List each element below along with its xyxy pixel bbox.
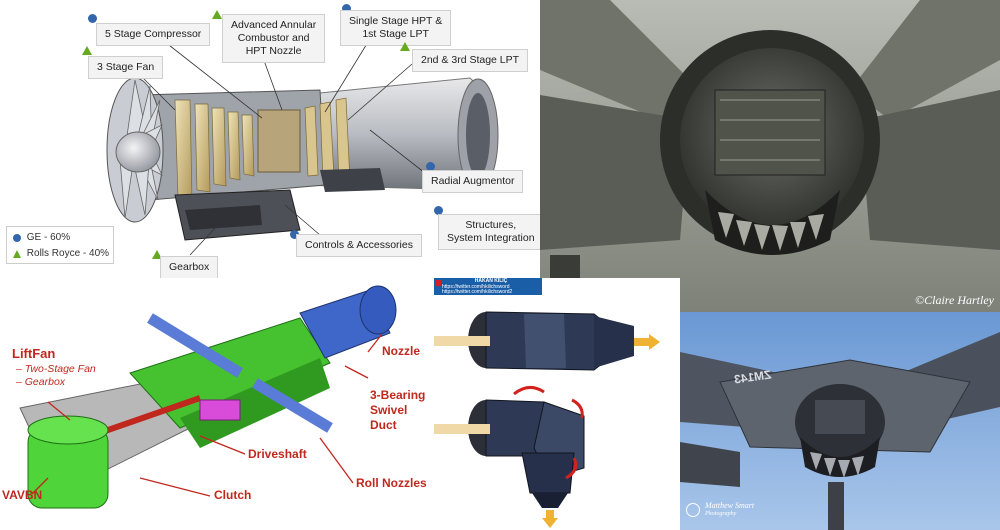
- callout-augmentor: Radial Augmentor: [422, 170, 524, 194]
- photo-credit-matthew: Matthew Smart Photography: [686, 501, 755, 517]
- label-3bearing-l3: Duct: [370, 418, 397, 432]
- flag-icon: [435, 280, 441, 286]
- callout-hpt: Single Stage HPT & 1st Stage LPT: [340, 10, 452, 47]
- label-roll-nozzles: Roll Nozzles: [356, 476, 427, 490]
- callout-compressor: 5 Stage Compressor: [96, 23, 211, 47]
- credit-line2: Photography: [705, 510, 737, 517]
- lift-system-panel: LiftFan – Two-Stage Fan – Gearbox VAVBN …: [0, 278, 434, 530]
- label-3bearing: 3-Bearing Swivel Duct: [370, 388, 425, 433]
- callout-structures: Structures, System Integration: [438, 214, 540, 251]
- rr-marker-icon: [82, 46, 92, 55]
- callout-gearbox: Gearbox: [160, 256, 219, 278]
- label-liftfan-sub2: – Gearbox: [16, 376, 66, 388]
- rr-legend-icon: [13, 249, 21, 258]
- share-legend: GE - 60% Rolls Royce - 40%: [6, 226, 114, 264]
- rr-marker-icon: [212, 10, 222, 19]
- callout-lpt: 2nd & 3rd Stage LPT: [412, 49, 529, 73]
- legend-ge: GE - 60%: [13, 232, 70, 243]
- callout-combustor-l3: HPT Nozzle: [245, 45, 302, 58]
- callout-hpt-l2: 1st Stage LPT: [362, 28, 429, 41]
- callout-structures-l1: Structures,: [465, 219, 517, 231]
- credit-line1: Matthew Smart: [705, 501, 755, 510]
- callout-combustor-l2: Combustor and: [237, 32, 310, 45]
- ge-marker-icon: [342, 4, 351, 13]
- swivel-duct-diagram: [434, 311, 660, 528]
- callout-combustor: Advanced Annular Combustor and HPT Nozzl…: [222, 14, 326, 64]
- photo-credit-claire: ©Claire Hartley: [915, 293, 994, 307]
- lift-system-illustration: [19, 285, 397, 509]
- rr-marker-icon: [152, 250, 162, 259]
- ge-legend-icon: [13, 233, 21, 242]
- camera-logo-icon: [686, 502, 700, 517]
- rr-marker-icon: [400, 42, 410, 51]
- callout-structures-l2: System Integration: [447, 232, 535, 245]
- aircraft-rear-photo: [540, 0, 1000, 312]
- twitter-badge[interactable]: HAKAN KILIÇ https://twitter.com/hkilichs…: [434, 278, 542, 295]
- aircraft-hover-photo: [680, 312, 1000, 530]
- label-liftfan: LiftFan: [12, 346, 56, 361]
- badge-line2: https://twitter.com/hkilichsword2: [442, 289, 513, 295]
- legend-ge-label: GE - 60%: [26, 232, 71, 243]
- label-3bearing-l1: 3-Bearing: [370, 388, 426, 402]
- ge-marker-icon: [426, 162, 435, 171]
- engine-cutaway-panel: 5 Stage Compressor Advanced Annular Comb…: [0, 0, 540, 278]
- label-nozzle: Nozzle: [382, 344, 421, 358]
- swivel-duct-panel: HAKAN KILIÇ https://twitter.com/hkilichs…: [434, 278, 680, 530]
- label-3bearing-l2: Swivel: [370, 403, 408, 417]
- callout-combustor-l1: Advanced Annular: [231, 19, 317, 31]
- label-driveshaft: Driveshaft: [248, 447, 307, 461]
- badge-line1: https://twitter.com/hkilichsword: [442, 283, 510, 290]
- legend-rr-label: Rolls Royce - 40%: [26, 248, 110, 259]
- callout-hpt-l1: Single Stage HPT &: [349, 15, 443, 27]
- callout-controls: Controls & Accessories: [296, 234, 422, 258]
- legend-rr: Rolls Royce - 40%: [13, 248, 109, 259]
- badge-name: HAKAN KILIÇ: [474, 278, 508, 284]
- callout-fan: 3 Stage Fan: [88, 56, 164, 80]
- label-clutch: Clutch: [214, 488, 252, 502]
- photo-aircraft-rear-top: ©Claire Hartley: [540, 0, 1000, 312]
- photo-aircraft-hover: ZM143 Matthew Smart Photography: [680, 312, 1000, 530]
- ge-marker-icon: [434, 206, 443, 215]
- label-vavbn: VAVBN: [2, 488, 43, 502]
- label-liftfan-sub1: – Two-Stage Fan: [16, 363, 96, 375]
- ge-marker-icon: [88, 14, 97, 23]
- ge-marker-icon: [290, 230, 299, 239]
